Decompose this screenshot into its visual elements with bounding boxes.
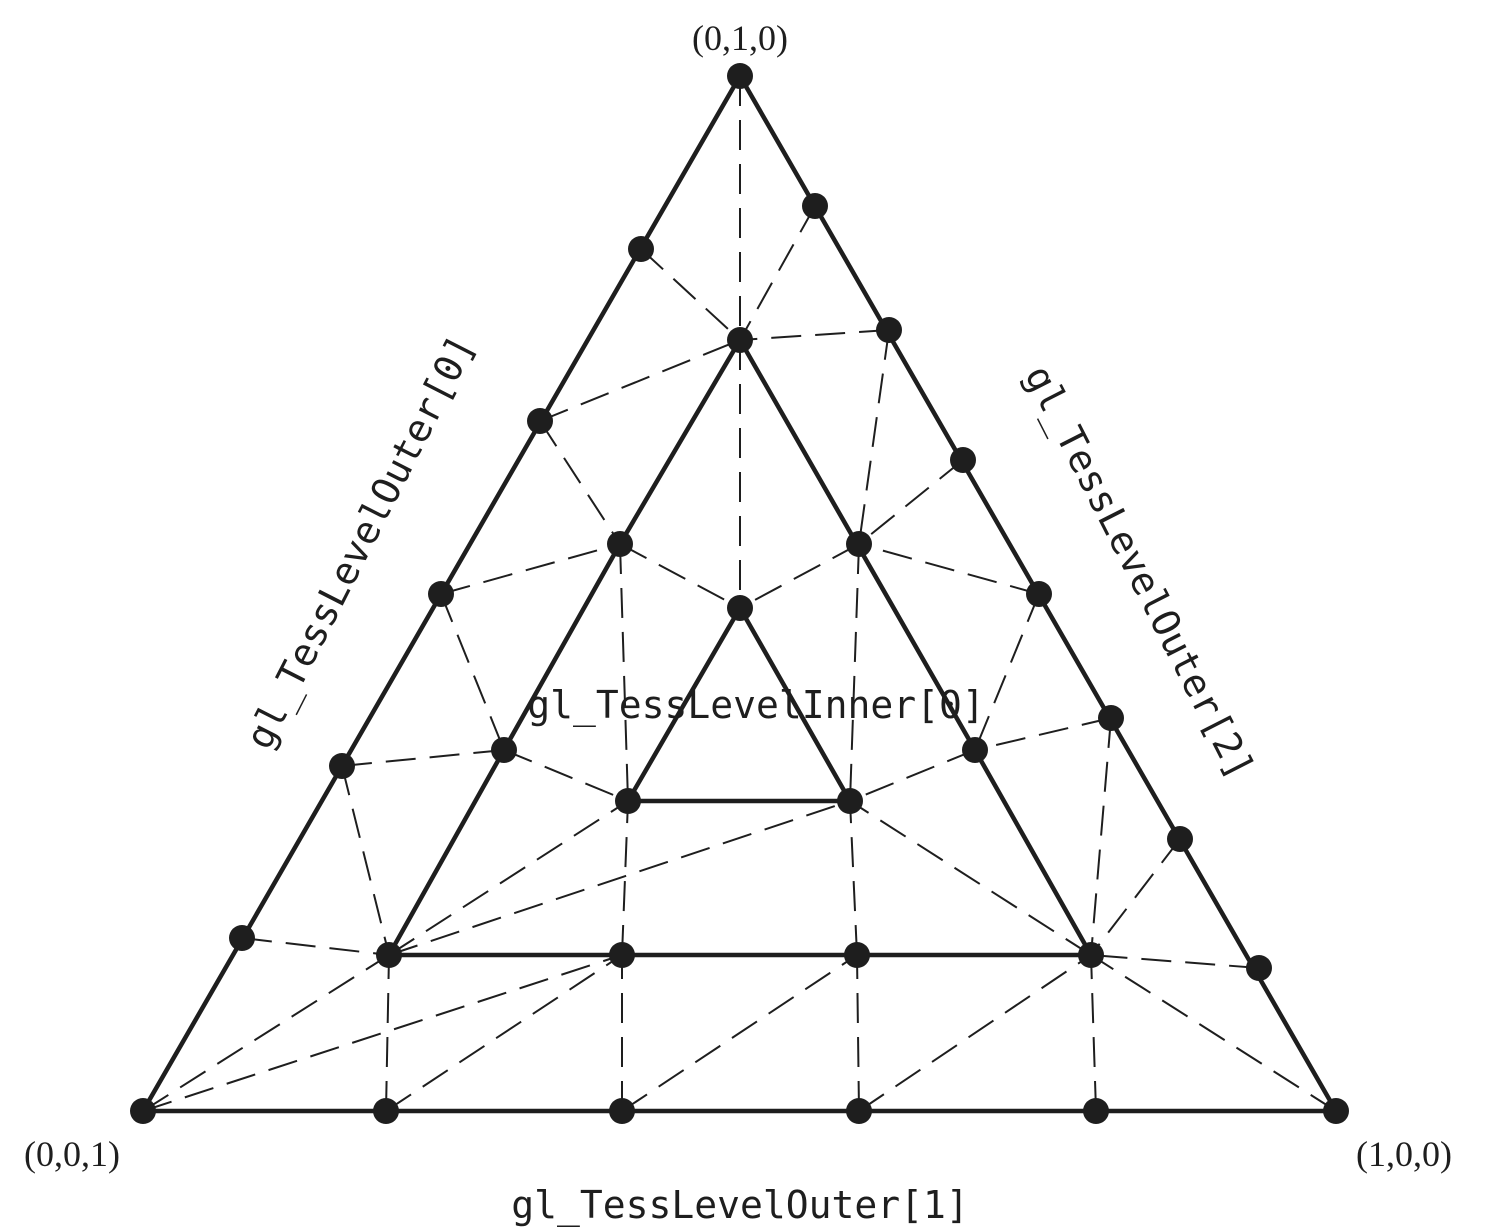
dashed-edge-L-m3 (142, 954, 390, 1112)
vertex-oL1 (628, 236, 654, 262)
dashed-edge-oL2-m0 (539, 339, 741, 422)
corner-label-top: (0,1,0) (692, 18, 788, 58)
dashed-triangulation (142, 76, 1337, 1112)
dashed-edge-m1-i0 (619, 543, 741, 609)
dashed-edge-oB1-m4 (385, 954, 623, 1112)
vertex-m4 (609, 942, 635, 968)
dashed-edge-oR1-m0 (739, 205, 816, 341)
dashed-edge-oL1-m0 (640, 248, 741, 341)
dashed-edge-m2-i1 (503, 749, 629, 802)
dashed-edge-m4-i1 (621, 800, 629, 956)
vertex-m3 (376, 942, 402, 968)
dashed-edge-oL4-m2 (341, 749, 505, 767)
vertex-i1 (615, 788, 641, 814)
dashed-edge-oB2-m5 (621, 954, 858, 1112)
dashed-edge-m8-i2 (849, 543, 860, 802)
vertex-L (130, 1098, 156, 1124)
edge-label-bottom: gl_TessLevelOuter[1] (511, 1183, 969, 1228)
vertex-oL4 (329, 753, 355, 779)
vertex-T (727, 63, 753, 89)
dashed-edge-m3-i2 (388, 800, 851, 956)
dashed-edge-R-m6 (1090, 954, 1337, 1112)
edge-label-right: gl_TessLevelOuter[2] (1015, 358, 1263, 786)
vertex-oR4 (1026, 581, 1052, 607)
inner-level-label: gl_TessLevelInner[0] (527, 683, 985, 728)
dashed-edge-m1-i1 (619, 543, 629, 802)
vertex-oR2 (876, 317, 902, 343)
dashed-edge-oR7-m6 (1090, 954, 1260, 969)
corner-label-bottom-left: (0,0,1) (24, 1134, 120, 1174)
vertex-oR5 (1098, 705, 1124, 731)
vertex-oR1 (802, 193, 828, 219)
dashed-edge-oR2-m0 (739, 329, 890, 341)
vertex-oR3 (950, 447, 976, 473)
vertex-m2 (491, 737, 517, 763)
vertex-oB4 (1083, 1098, 1109, 1124)
vertex-i0 (727, 595, 753, 621)
dashed-edge-oL3-m2 (440, 593, 505, 751)
dashed-edge-m7-i2 (849, 749, 976, 802)
dashed-edge-oR4-m8 (858, 543, 1040, 595)
dashed-edge-oR5-m7 (974, 717, 1112, 751)
dashed-edge-oR5-m6 (1090, 717, 1112, 956)
dashed-edge-oL4-m3 (341, 765, 390, 956)
vertex-dots (130, 63, 1349, 1124)
dashed-edge-m6-i2 (849, 800, 1092, 956)
vertex-oL3 (428, 581, 454, 607)
vertex-m8 (846, 531, 872, 557)
dashed-edge-oR3-m8 (858, 459, 964, 545)
dashed-edge-m5-i2 (849, 800, 858, 956)
vertex-i2 (837, 788, 863, 814)
vertex-oB3 (846, 1098, 872, 1124)
vertex-oB2 (609, 1098, 635, 1124)
vertex-m0 (727, 327, 753, 353)
corner-label-bottom-right: (1,0,0) (1356, 1134, 1452, 1174)
dashed-edge-oB3-m5 (856, 954, 860, 1112)
dashed-edge-oR4-m7 (974, 593, 1040, 751)
dashed-edge-oL2-m1 (539, 420, 621, 545)
dashed-edge-L-m4 (142, 954, 623, 1112)
vertex-m1 (607, 531, 633, 557)
vertex-oR6 (1167, 826, 1193, 852)
edge-label-left: gl_TessLevelOuter[0] (237, 328, 485, 756)
dashed-edge-m3-i1 (388, 800, 629, 956)
vertex-m7 (962, 737, 988, 763)
dashed-edge-m8-i0 (739, 543, 860, 609)
dashed-edge-oL5-m3 (241, 937, 390, 956)
inner-triangle (624, 603, 854, 804)
vertex-oL5 (229, 925, 255, 951)
vertex-m5 (844, 942, 870, 968)
dashed-edge-oB3-m6 (858, 954, 1092, 1112)
vertex-oR7 (1246, 955, 1272, 981)
dashed-edge-oB4-m6 (1090, 954, 1097, 1112)
dashed-edge-oL3-m1 (440, 543, 621, 595)
vertex-oB1 (373, 1098, 399, 1124)
vertex-m6 (1078, 942, 1104, 968)
dashed-edge-oR6-m6 (1090, 838, 1181, 956)
vertex-oL2 (527, 408, 553, 434)
dashed-edge-oB1-m3 (385, 954, 390, 1112)
vertex-R (1323, 1098, 1349, 1124)
dashed-edge-oR2-m8 (858, 329, 890, 545)
